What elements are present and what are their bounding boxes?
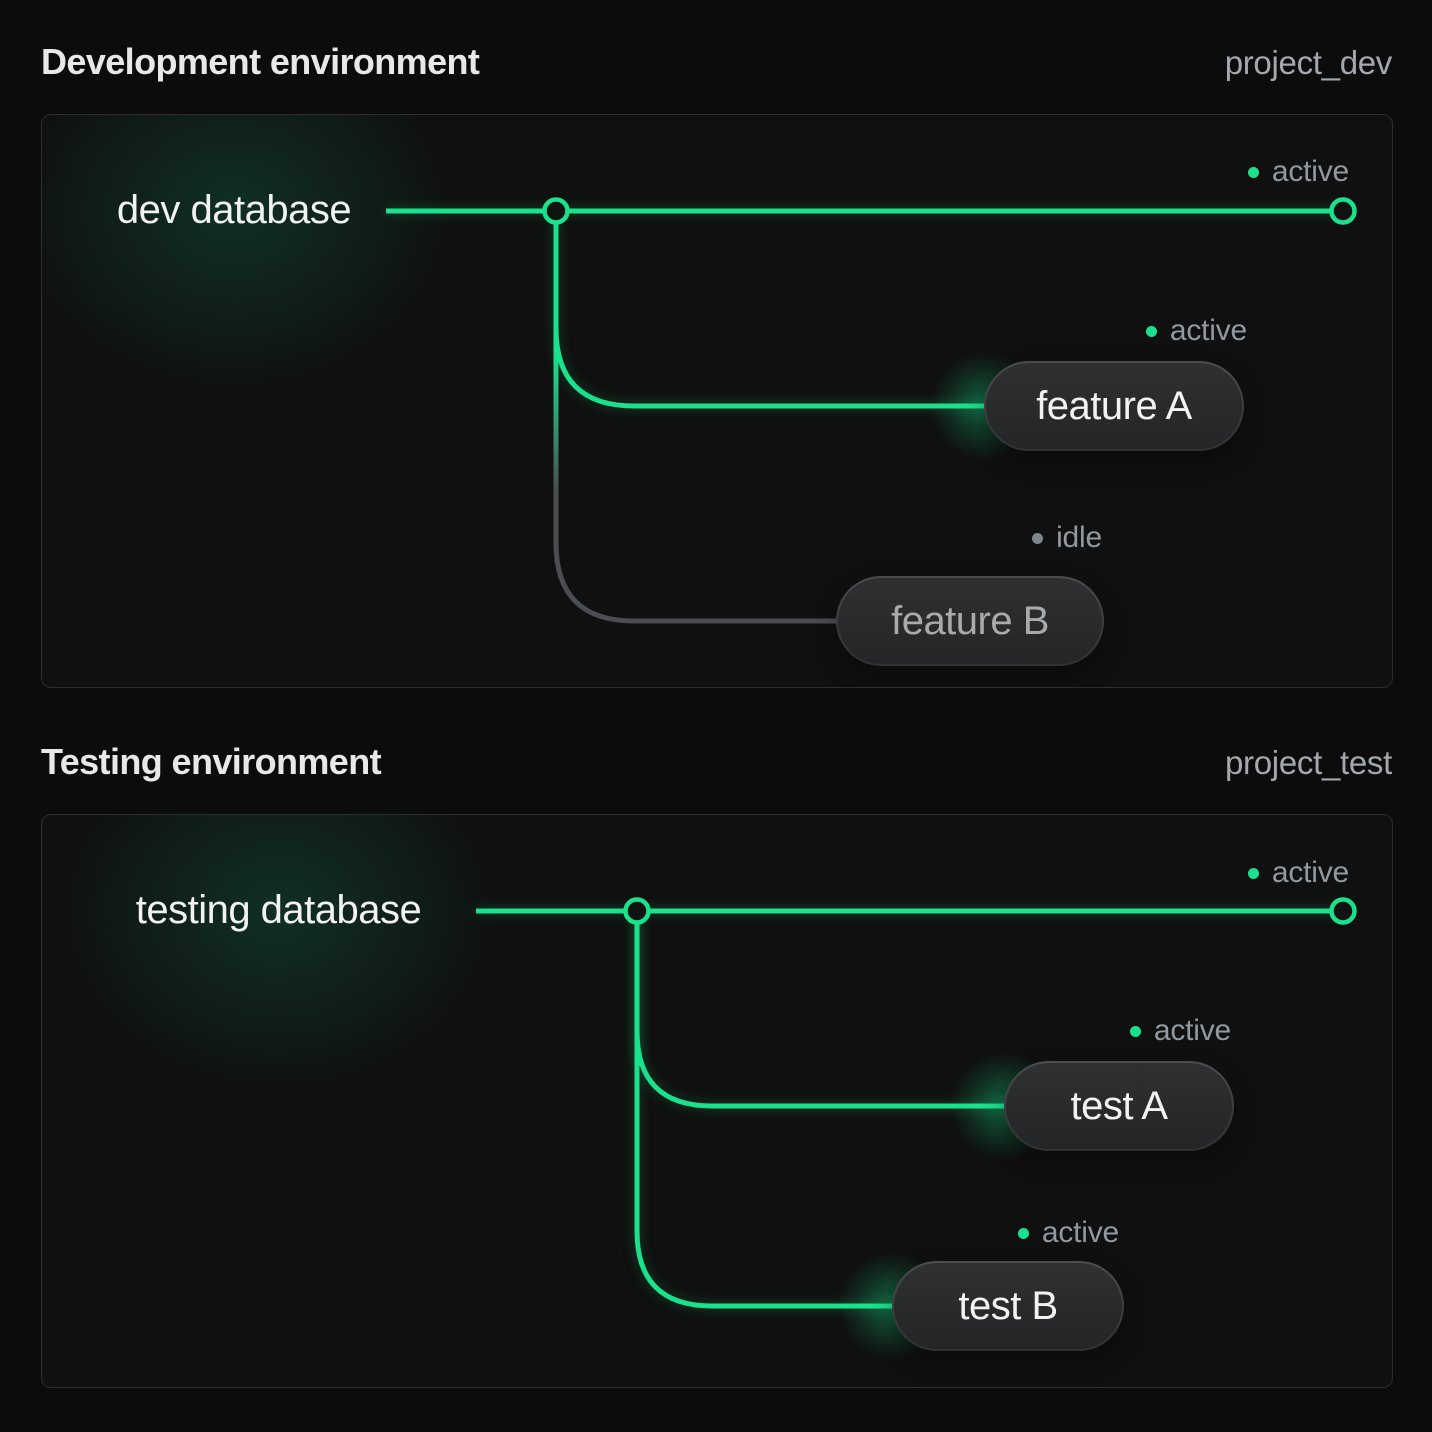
testing-environment-panel: testing database test A test B active ac… bbox=[41, 814, 1393, 1388]
main-branch-end-node bbox=[1329, 197, 1357, 225]
status-label: active bbox=[1153, 1014, 1231, 1047]
branch-pill-feature-a[interactable]: feature A bbox=[984, 361, 1244, 451]
status-dot-icon bbox=[1247, 867, 1259, 879]
branch-graph-testing bbox=[476, 897, 1357, 1309]
feature-a-status: active bbox=[1145, 313, 1247, 349]
testing-environment-header: Testing environment project_test bbox=[41, 738, 1392, 786]
test-a-branch-line bbox=[634, 911, 1004, 1109]
main-branch-end-node bbox=[1329, 897, 1357, 925]
root-database-pill[interactable]: testing database bbox=[81, 864, 476, 957]
root-database-label: testing database bbox=[135, 888, 422, 932]
feature-b-branch-line bbox=[553, 211, 836, 624]
branch-pill-test-a[interactable]: test A bbox=[1004, 1061, 1234, 1151]
branch-label: test B bbox=[958, 1283, 1058, 1328]
branch-pill-test-b[interactable]: test B bbox=[892, 1261, 1124, 1351]
status-dot-icon bbox=[1145, 325, 1157, 337]
branch-graph-dev bbox=[386, 197, 1357, 624]
test-b-status: active bbox=[1017, 1215, 1119, 1251]
root-database-pill[interactable]: dev database bbox=[81, 164, 387, 257]
dev-environment-panel: dev database feature A feature B active … bbox=[41, 114, 1393, 688]
branch-label: feature A bbox=[1036, 383, 1192, 428]
status-label: active bbox=[1041, 1216, 1119, 1249]
status-dot-icon bbox=[1247, 166, 1259, 178]
status-dot-icon bbox=[1032, 532, 1044, 544]
test-a-status: active bbox=[1129, 1013, 1231, 1049]
status-label: active bbox=[1169, 314, 1247, 347]
test-b-branch-line bbox=[634, 911, 892, 1309]
main-branch-status: active bbox=[1247, 855, 1349, 891]
status-label: active bbox=[1271, 155, 1349, 188]
feature-a-branch-line bbox=[553, 211, 984, 409]
status-label: idle bbox=[1056, 521, 1102, 554]
branch-label: feature B bbox=[891, 598, 1049, 643]
branch-pill-feature-b[interactable]: feature B bbox=[836, 576, 1104, 666]
branch-label: test A bbox=[1070, 1083, 1168, 1128]
section-title-dev: Development environment bbox=[41, 41, 480, 82]
root-database-label: dev database bbox=[116, 188, 352, 232]
section-title-testing: Testing environment bbox=[41, 741, 382, 782]
feature-b-status: idle bbox=[1032, 520, 1102, 556]
dev-environment-header: Development environment project_dev bbox=[41, 38, 1392, 86]
status-label: active bbox=[1271, 856, 1349, 889]
status-dot-icon bbox=[1017, 1227, 1029, 1239]
project-label-testing: project_test bbox=[1225, 744, 1392, 781]
main-branch-status: active bbox=[1247, 154, 1349, 190]
branch-point-node bbox=[542, 197, 570, 225]
status-dot-icon bbox=[1129, 1025, 1141, 1037]
branch-point-node bbox=[623, 897, 651, 925]
project-label-dev: project_dev bbox=[1224, 44, 1393, 81]
